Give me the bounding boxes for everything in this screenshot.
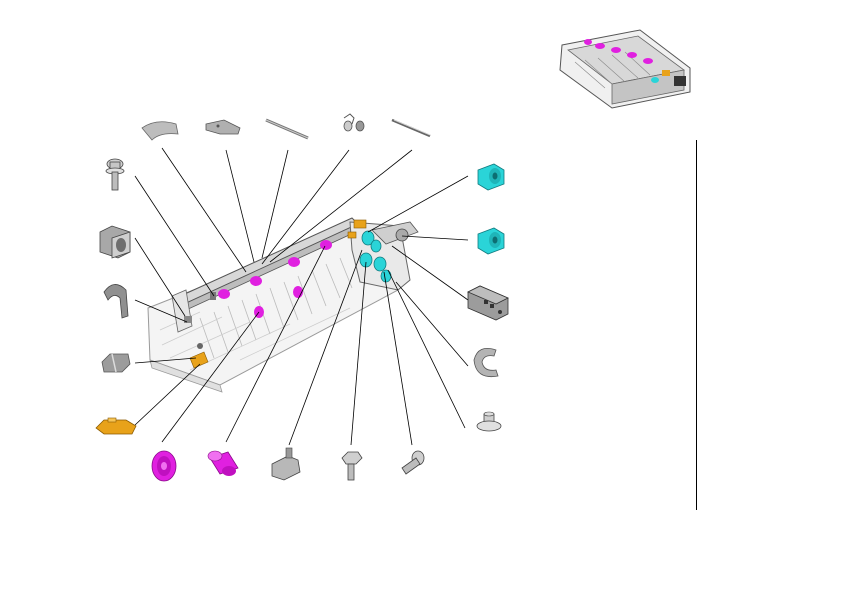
leader-lines — [134, 147, 469, 446]
c-ring — [473, 347, 499, 378]
page-divider-line — [696, 140, 697, 510]
bushing — [99, 225, 131, 259]
cyan-gear-top — [477, 163, 505, 191]
cyan-gear-mid — [477, 227, 505, 255]
clamp-bracket — [271, 447, 301, 481]
overview-thumbnail — [559, 29, 691, 109]
fuser-assembly — [147, 217, 419, 393]
flat-bracket — [205, 119, 241, 135]
orange-latch — [95, 417, 137, 435]
spring-clip — [343, 113, 365, 132]
thin-rod — [265, 118, 309, 140]
hex-screw — [341, 451, 363, 481]
hook-clip — [103, 284, 129, 319]
shoulder-pin — [401, 450, 425, 475]
c-clip-top — [141, 121, 179, 141]
flange-screw — [105, 158, 125, 191]
magenta-roller — [207, 450, 239, 476]
mushroom-stud — [476, 411, 502, 432]
long-pin — [391, 118, 431, 138]
hex-plate — [101, 353, 131, 373]
sensor-block — [467, 285, 509, 321]
magenta-gear — [151, 450, 177, 482]
